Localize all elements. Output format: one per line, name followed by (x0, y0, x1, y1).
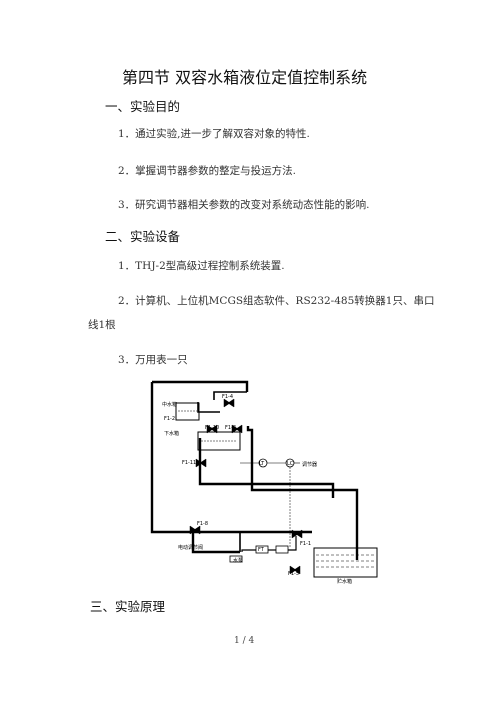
section-heading-equipment: 二、实验设备 (105, 229, 181, 244)
purpose-item-3: 3．研究调节器相关参数的改变对系统动态性能的影响. (118, 199, 370, 211)
page-number: 1 / 4 (234, 636, 255, 646)
page-title: 第四节 双容水箱液位定值控制系统 (122, 68, 368, 87)
valve-icon (199, 458, 207, 468)
valve-icon (189, 525, 197, 535)
purpose-item-2: 2．掌握调节器参数的整定与投运方法. (118, 165, 297, 177)
valve-icon (291, 529, 299, 539)
label-flowmeter: FT (258, 547, 265, 553)
valve-icon (223, 398, 231, 408)
label-v2: F1-2 (164, 416, 175, 422)
valve-icon (231, 424, 239, 434)
label-v3: F1-3 (225, 425, 236, 431)
label-v4: F1-4 (222, 394, 233, 400)
label-upper-tank: 中水箱 (162, 401, 177, 408)
upper-tank (175, 402, 200, 421)
pump-body (229, 555, 243, 563)
section-heading-purpose: 一、实验目的 (105, 99, 181, 114)
label-lower-tank: 下水箱 (164, 430, 179, 437)
section-heading-principle: 三、实验原理 (90, 599, 166, 614)
diagram-labels: F1-4 中水箱 F1-2 F1-10 F1-3 下水箱 F1-11 LT LC… (162, 394, 352, 585)
purpose-item-1: 1．通过实验,进一步了解双容对象的特性. (118, 128, 310, 140)
valve-icon (193, 525, 201, 535)
reservoir-tank (313, 547, 378, 578)
label-lt: LT (259, 461, 265, 467)
label-v8: F1-8 (197, 521, 208, 527)
label-v1: F1-1 (300, 541, 311, 547)
label-v5: F1-5 (288, 571, 299, 577)
equipment-item-3: 3．万用表一只 (118, 354, 188, 366)
valve-icon (295, 529, 303, 539)
label-reservoir: 贮水箱 (337, 578, 352, 585)
valve-icon (293, 565, 301, 575)
valve-icon (235, 424, 243, 434)
equipment-item-2-cont: 线1根 (88, 319, 116, 331)
valve-icon (289, 565, 297, 575)
label-pump: 水泵 (233, 557, 243, 564)
label-v11: F1-11 (182, 460, 196, 466)
label-motor-valve: 电动调节阀 (178, 544, 203, 551)
equipment-item-1: 1．THJ-2型高级过程控制系统装置. (118, 260, 285, 272)
label-lc: LC (287, 461, 294, 467)
valve-icon (195, 458, 203, 468)
valve-icon (227, 398, 235, 408)
valve-icon (206, 424, 214, 434)
equipment-item-2: 2．计算机、上位机MCGS组态软件、RS232-485转换器1只、串口 (118, 295, 435, 307)
label-controller: 调节器 (302, 461, 317, 468)
converter-box (275, 545, 289, 554)
valve-icon (210, 424, 218, 434)
lower-tank (197, 431, 241, 451)
